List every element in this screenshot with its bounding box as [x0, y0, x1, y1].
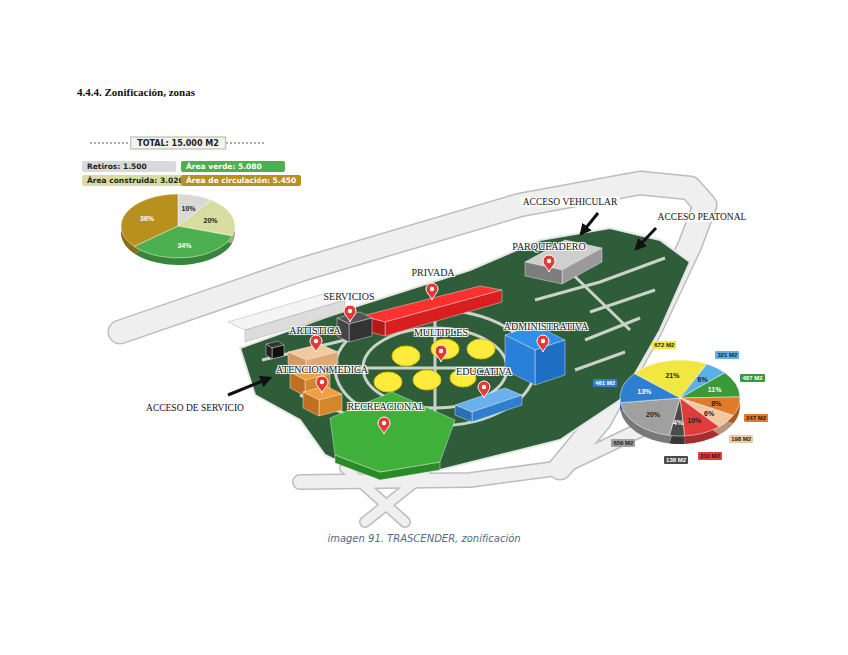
percent-label: 13% [637, 388, 651, 395]
zone-label: ATENCION MEDICA [276, 364, 368, 375]
percent-label: 6% [704, 409, 714, 416]
caption: imagen 91. TRASCENDER, zonificación [0, 533, 848, 544]
pie-chart [620, 360, 740, 444]
legend-text: Área construida: 3.020 [87, 176, 184, 185]
roads [365, 474, 425, 522]
roads [120, 183, 705, 522]
zone-label: ADMINISTRATIVA [504, 321, 588, 332]
multiuse-pavilions [392, 346, 420, 366]
building-blocks [266, 344, 272, 359]
location-pins [543, 255, 555, 272]
area-tag: 659 M2 [611, 439, 635, 447]
legend-swatch: Área construida: 3.020 [82, 175, 189, 186]
location-pins [378, 417, 390, 434]
pie-slice [620, 398, 680, 435]
area-tag: 138 M2 [664, 456, 688, 464]
walkways [585, 318, 640, 340]
heading: 4.4.4. Zonificación, zonas [77, 86, 195, 98]
building-blocks [303, 392, 319, 416]
zone-label: RECREACIONAL [347, 401, 424, 412]
location-pins [316, 376, 328, 393]
zone-label: SERVICIOS [324, 291, 375, 302]
building-blocks [349, 318, 372, 342]
legend-swatch: Área de circulación: 5.450 [181, 175, 301, 186]
pie-chart [121, 194, 235, 265]
legend-text: Área de circulación: 5.450 [186, 176, 296, 185]
access-arrows [636, 228, 656, 249]
location-pins [537, 335, 549, 352]
area-tag: 461 M2 [593, 379, 617, 387]
area-tag: 310 M2 [698, 452, 722, 460]
total-area: TOTAL: 15.000 M2 [130, 137, 226, 150]
zone-label: PARQUEADERO [512, 241, 586, 252]
percent-label: 20% [204, 217, 218, 224]
pie-slice [121, 194, 178, 246]
pie-slice [680, 373, 740, 398]
zone-label: MULTIPLES [414, 327, 468, 338]
legend-text: Retiros: 1.500 [87, 162, 147, 171]
access-arrows [581, 213, 598, 234]
access-label: ACCESO PEATONAL [656, 212, 749, 222]
access-label: ACCESO DE SERVICIO [144, 403, 246, 413]
building-blocks [290, 372, 305, 396]
building-blocks [472, 395, 522, 422]
building-blocks [272, 345, 284, 359]
location-pins [310, 255, 555, 434]
building-blocks [228, 240, 602, 480]
area-tag: 198 M2 [729, 435, 753, 443]
zone-label: EDUCATIVA [456, 366, 512, 377]
site-ground [240, 228, 690, 472]
legend-swatch: Retiros: 1.500 [82, 161, 176, 172]
area-tag: 247 M2 [744, 414, 768, 422]
walkways [575, 352, 625, 370]
walkways [262, 258, 665, 426]
access-label: ACCESO VEHICULAR [521, 197, 620, 207]
total-rule [222, 143, 266, 144]
access-arrows [228, 213, 656, 395]
multiuse-pavilions [467, 339, 495, 359]
multiuse-pavilions [413, 370, 441, 390]
percent-label: 10% [687, 416, 701, 423]
pie-chart [620, 360, 740, 436]
zone-label: PRIVADA [411, 267, 454, 278]
percent-label: 4% [673, 418, 683, 425]
location-pins [435, 345, 447, 362]
location-pins [478, 381, 490, 398]
location-pins [344, 305, 356, 322]
pie-charts [121, 194, 740, 444]
site-ground [240, 228, 690, 472]
percent-label: 8% [711, 400, 721, 407]
percent-label: 6% [698, 376, 708, 383]
access-arrows [228, 378, 270, 395]
percent-label: 10% [182, 204, 196, 211]
percent-label: 21% [665, 371, 679, 378]
building-blocks [319, 394, 342, 416]
building-blocks [330, 392, 455, 472]
percent-label: 11% [708, 386, 722, 393]
percent-label: 20% [646, 411, 660, 418]
total-rule [90, 143, 134, 144]
percent-label: 36% [140, 214, 154, 221]
multiuse-pavilions [374, 372, 402, 392]
legend-text: Área verde: 5.080 [186, 162, 262, 171]
percent-label: 34% [177, 241, 191, 248]
location-pins [310, 335, 322, 352]
zone-label: ARTISTICA [289, 325, 341, 336]
area-tag: 672 M2 [652, 341, 676, 349]
building-blocks [525, 262, 562, 284]
area-tag: 321 M2 [715, 351, 739, 359]
building-blocks [505, 335, 535, 385]
location-pins [426, 283, 438, 300]
building-blocks [455, 405, 472, 422]
area-tag: 487 M2 [740, 374, 764, 382]
legend-swatch: Área verde: 5.080 [181, 161, 285, 172]
building-blocks [562, 248, 602, 284]
building-blocks [245, 300, 345, 342]
pie-chart [121, 194, 235, 258]
